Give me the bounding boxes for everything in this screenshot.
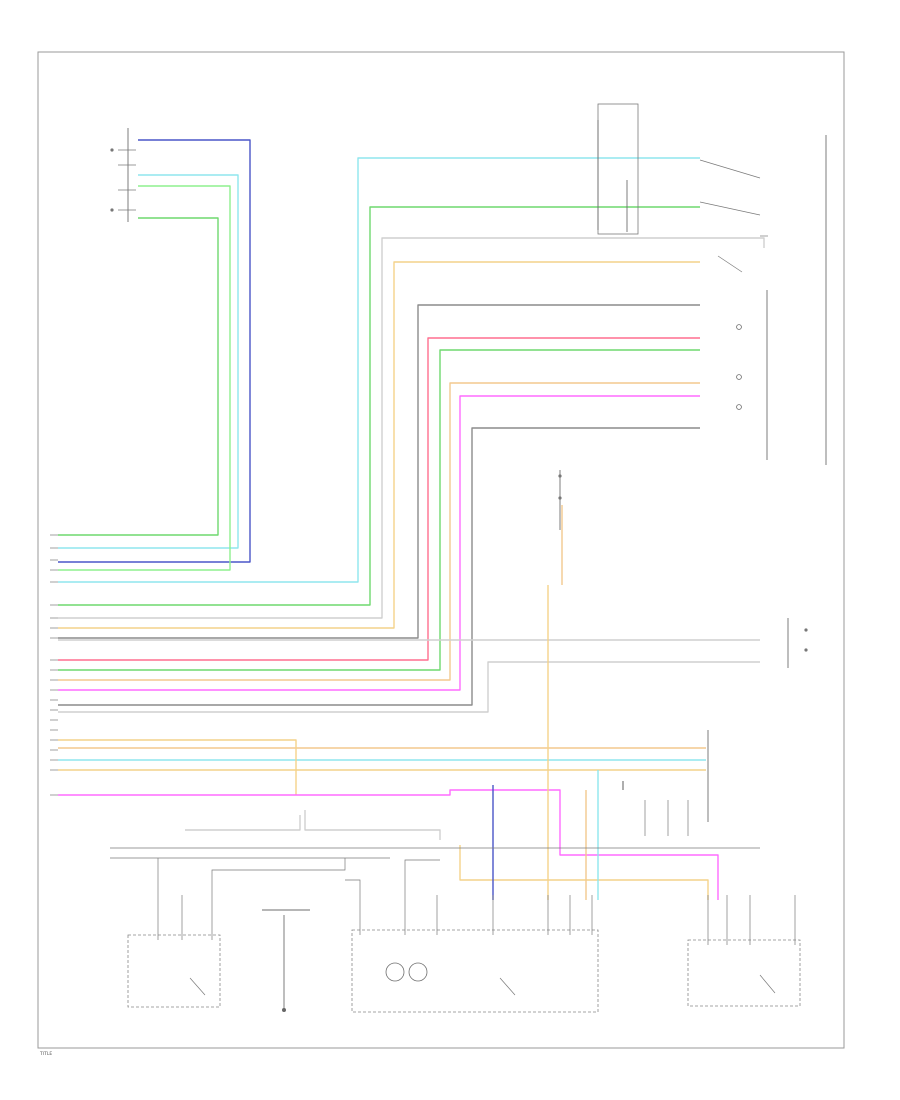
ground-connector-center-left — [262, 909, 310, 1012]
column-switch-connector — [644, 618, 808, 836]
brake-switch-contact — [717, 255, 743, 273]
switch-housing-outline — [597, 103, 639, 235]
bus-drop — [211, 858, 346, 895]
fuse-terminal — [558, 496, 562, 500]
indicator-lamp-icon — [385, 962, 405, 982]
wire-magenta — [58, 789, 719, 900]
fuse-terminal — [558, 474, 562, 478]
wire-light-green — [58, 185, 231, 571]
wire-magenta — [58, 395, 700, 691]
module-switch-contact — [499, 977, 516, 996]
wire-light-blue — [58, 174, 239, 549]
wire-tan — [459, 845, 709, 900]
door-switch-group — [597, 103, 827, 465]
wheel-speed-sensor-group — [110, 128, 136, 222]
sensor-terminal — [110, 208, 114, 212]
lamp-icon — [736, 404, 742, 410]
wire-gray — [58, 304, 700, 639]
sensor-terminal — [110, 148, 114, 152]
traction-control-switch-left — [127, 895, 221, 1008]
bus-drop — [345, 879, 361, 895]
wire-blue — [58, 139, 251, 563]
wire-tan — [58, 261, 700, 629]
wire-gray — [58, 427, 700, 706]
lamp-icon — [736, 374, 742, 380]
center-module-box — [351, 929, 599, 1013]
column-terminal — [804, 648, 808, 652]
wire-light-gray — [58, 237, 765, 619]
wire-light-gray — [185, 815, 301, 831]
traction-control-switch-right — [687, 895, 801, 1007]
wire-pink — [58, 337, 700, 661]
wire-light-blue — [58, 157, 700, 583]
page-footer-label: TITLE — [39, 1051, 52, 1057]
bottom-bus-lines — [110, 847, 760, 895]
column-terminal — [804, 628, 808, 632]
wire-tan — [58, 739, 297, 795]
left-connector-pins — [50, 534, 58, 796]
door-switch-contact — [699, 159, 761, 179]
wire-green — [58, 217, 219, 536]
wire-harness — [58, 139, 765, 900]
wire-green — [58, 349, 700, 671]
wire-light-gray — [58, 661, 760, 713]
right-switch-box — [687, 939, 801, 1007]
door-switch-contact — [699, 201, 761, 216]
lamp-icon — [736, 324, 742, 330]
wire-orange — [58, 382, 700, 681]
wire-light-gray — [304, 810, 441, 840]
indicator-lamp-icon — [408, 962, 428, 982]
fuse-group — [558, 470, 562, 530]
left-switch-box — [127, 934, 221, 1008]
traction-control-module-center — [351, 895, 599, 1013]
switch-contact — [759, 974, 776, 994]
ground-terminal — [282, 1008, 286, 1012]
diagram-frame — [37, 51, 845, 1049]
switch-contact — [189, 977, 206, 996]
bus-drop — [404, 859, 440, 895]
wire-green — [58, 206, 700, 606]
